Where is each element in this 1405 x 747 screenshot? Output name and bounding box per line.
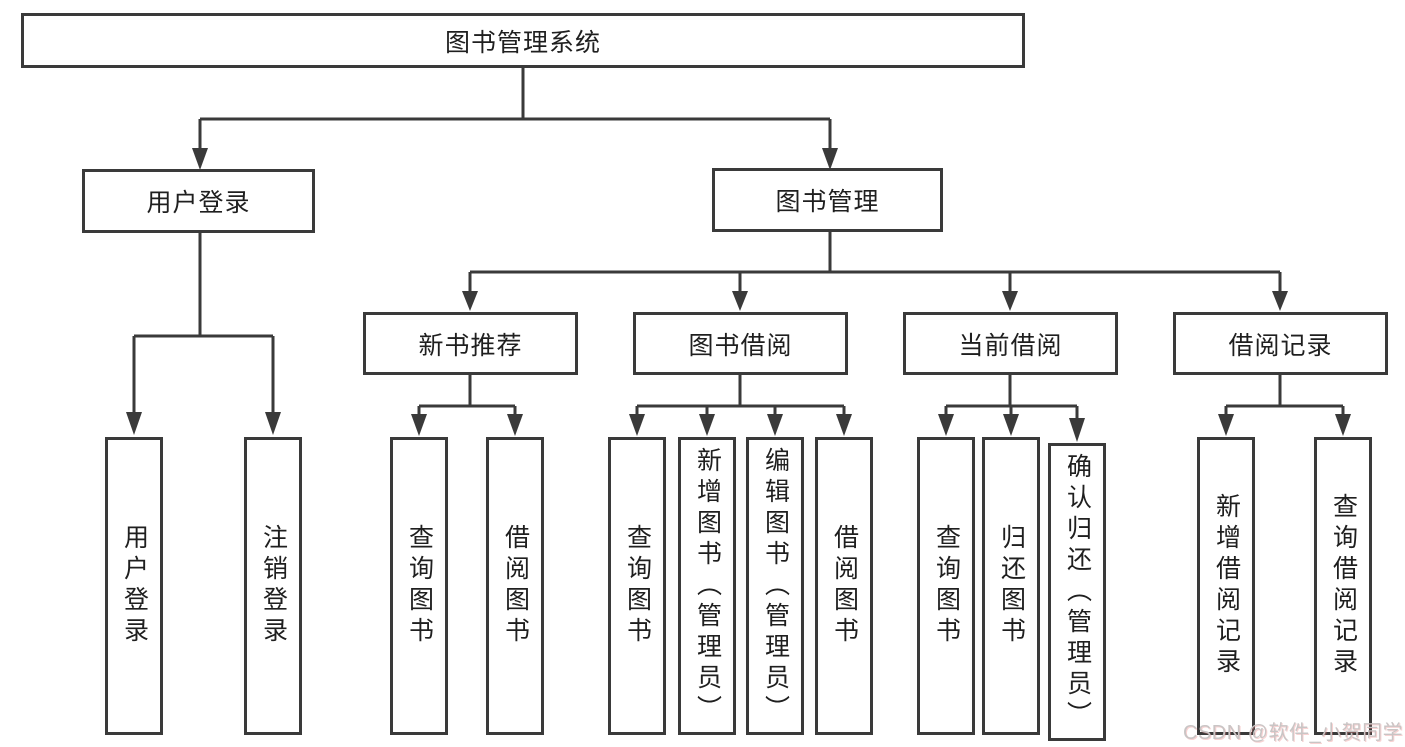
node-label: 借阅记录 xyxy=(1228,331,1333,360)
node-label: 图书管理系统 xyxy=(444,28,601,57)
node-user-login: 用户登录 xyxy=(82,169,315,233)
csdn-watermark: CSDN @软件_小贺同学 xyxy=(1183,722,1404,744)
node-leaf-records-search-record: 查询借阅记录 xyxy=(1314,437,1372,735)
connector-current-to-leaves xyxy=(938,375,1085,442)
node-leaf-user-login: 用户登录 xyxy=(105,437,163,735)
node-label: 借阅图书 xyxy=(830,524,859,648)
node-label: 新增图书（管理员） xyxy=(693,446,722,726)
node-borrowing-records: 借阅记录 xyxy=(1173,312,1388,375)
node-leaf-current-confirm-return-admin: 确认归还（管理员） xyxy=(1048,443,1106,741)
node-label: 查询图书 xyxy=(932,524,961,648)
node-label: 注销登录 xyxy=(259,524,288,648)
node-label: 用户登录 xyxy=(120,524,149,648)
node-leaf-logout: 注销登录 xyxy=(244,437,302,735)
node-label: 查询图书 xyxy=(405,524,434,648)
node-label: 借阅图书 xyxy=(501,524,530,648)
node-label: 当前借阅 xyxy=(958,331,1063,360)
node-book-management: 图书管理 xyxy=(712,168,943,232)
node-label: 归还图书 xyxy=(997,524,1026,648)
node-library-management-system: 图书管理系统 xyxy=(21,13,1025,68)
node-leaf-borrowing-add-books-admin: 新增图书（管理员） xyxy=(678,437,736,735)
node-leaf-records-add-record: 新增借阅记录 xyxy=(1197,437,1255,735)
connector-root-to-level2 xyxy=(192,68,838,170)
node-label: 用户登录 xyxy=(146,189,251,217)
node-leaf-current-return-books: 归还图书 xyxy=(982,437,1040,735)
node-leaf-borrowing-search-books: 查询图书 xyxy=(608,437,666,735)
node-leaf-borrowing-edit-books-admin: 编辑图书（管理员） xyxy=(746,437,804,735)
node-leaf-current-search-books: 查询图书 xyxy=(917,437,975,735)
connector-records-to-leaves xyxy=(1218,375,1351,436)
node-leaf-recommend-borrow-books: 借阅图书 xyxy=(486,437,544,735)
connector-book-management-to-level3 xyxy=(462,232,1288,311)
node-label: 编辑图书（管理员） xyxy=(761,446,790,726)
connector-user-login-to-leaves xyxy=(126,233,281,435)
connector-borrowing-to-leaves xyxy=(629,375,852,436)
node-label: 图书管理 xyxy=(775,188,880,216)
node-label: 查询借阅记录 xyxy=(1329,493,1358,679)
node-label: 确认归还（管理员） xyxy=(1063,452,1092,732)
node-leaf-borrowing-borrow-books: 借阅图书 xyxy=(815,437,873,735)
node-book-borrowing: 图书借阅 xyxy=(633,312,848,375)
connector-recommend-to-leaves xyxy=(411,375,523,436)
node-current-borrowing: 当前借阅 xyxy=(903,312,1118,375)
node-label: 图书借阅 xyxy=(688,331,793,360)
node-new-book-recommend: 新书推荐 xyxy=(363,312,578,375)
node-leaf-recommend-search-books: 查询图书 xyxy=(390,437,448,735)
node-label: 查询图书 xyxy=(623,524,652,648)
node-label: 新增借阅记录 xyxy=(1212,493,1241,679)
node-label: 新书推荐 xyxy=(418,331,523,360)
